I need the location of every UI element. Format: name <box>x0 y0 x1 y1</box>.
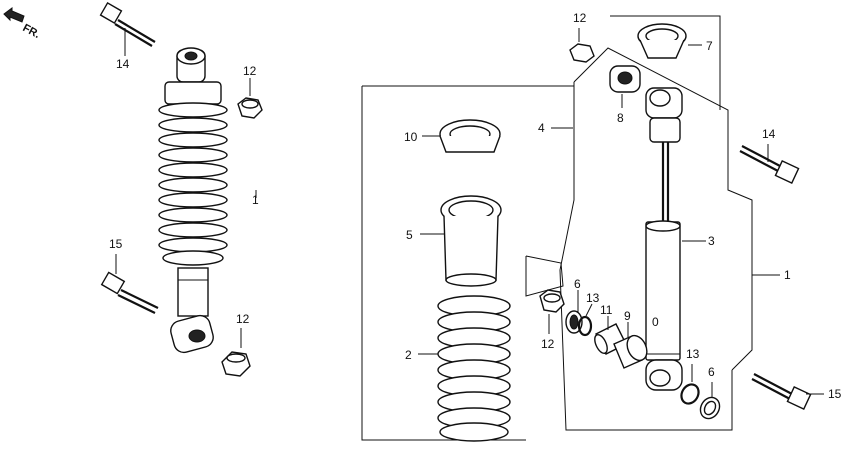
nut-12-top-center <box>569 43 595 63</box>
callout-8: 8 <box>617 111 624 125</box>
ring-13-left <box>577 315 593 337</box>
bolt-15-bottom-left <box>100 271 159 314</box>
collar-9 <box>613 334 648 369</box>
callout-13-left: 13 <box>586 291 600 305</box>
bushing-8 <box>609 65 641 93</box>
ring-13-right <box>680 383 700 405</box>
callout-12-top-center: 12 <box>573 11 587 25</box>
callout-9: 9 <box>624 309 631 323</box>
callout-3: 3 <box>708 234 715 248</box>
damper-unit-3: 0 <box>645 87 683 391</box>
shock-left-top-eye <box>176 47 206 83</box>
callout-2: 2 <box>405 348 412 362</box>
nut-12-top-left <box>237 97 263 119</box>
oil-seal-6-right <box>699 396 721 420</box>
svg-text:0: 0 <box>652 315 659 329</box>
callout-14-right: 14 <box>762 127 776 141</box>
callout-12-bottom-left: 12 <box>236 312 250 326</box>
callout-13-right: 13 <box>686 347 700 361</box>
callout-14-top-left: 14 <box>116 57 130 71</box>
callout-11: 11 <box>600 303 613 317</box>
bolt-14-right <box>739 145 800 184</box>
spring-guide-7 <box>637 23 687 59</box>
callout-1-left: 1 <box>252 193 259 207</box>
spring-2 <box>437 295 511 442</box>
shock-left-lower-body <box>170 267 214 354</box>
callout-10: 10 <box>404 130 418 144</box>
spring-collar-5 <box>440 195 502 287</box>
callout-4: 4 <box>538 121 545 135</box>
callout-6-right: 6 <box>708 365 715 379</box>
front-label: FR. <box>21 22 42 41</box>
callout-12-center-bottom: 12 <box>541 337 555 351</box>
callout-5: 5 <box>406 228 413 242</box>
spring-seat-10 <box>439 119 501 153</box>
nut-12-bottom-left <box>221 351 251 377</box>
callout-15-right: 15 <box>828 387 842 401</box>
nut-12-center-bottom <box>539 289 565 313</box>
callout-12-top-left: 12 <box>243 64 257 78</box>
bracket-group-collar <box>525 255 564 297</box>
front-arrow-icon <box>3 7 25 23</box>
callout-6-left: 6 <box>574 277 581 291</box>
callout-15-left: 15 <box>109 237 123 251</box>
bolt-14-top-left <box>99 1 156 47</box>
shock-left-spring <box>158 81 228 266</box>
callout-7: 7 <box>706 39 713 53</box>
bracket-group-4 <box>559 47 753 431</box>
callout-1-right: 1 <box>784 268 791 282</box>
bolt-15-right <box>751 373 812 410</box>
